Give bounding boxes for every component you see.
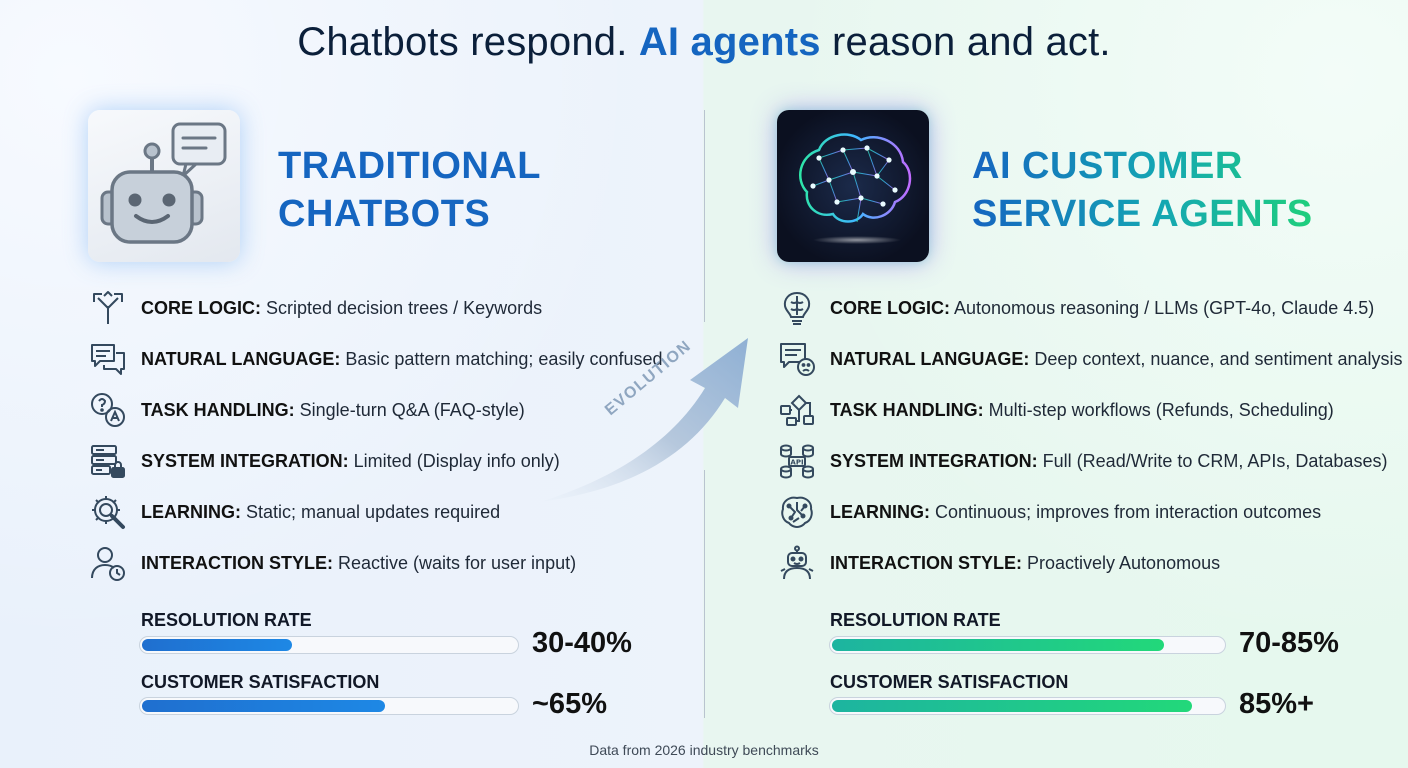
user-clock-icon xyxy=(88,543,128,583)
left-satisfaction-fill xyxy=(142,700,385,712)
chatbot-robot-icon xyxy=(88,110,240,262)
workflow-icon xyxy=(777,390,817,430)
right-satisfaction-fill xyxy=(832,700,1192,712)
feature-text: Proactively Autonomous xyxy=(1022,552,1221,573)
feature-label: SYSTEM INTEGRATION: xyxy=(141,450,349,471)
branching-arrows-icon xyxy=(88,288,128,328)
right-feature-interaction-style: INTERACTION STYLE: Proactively Autonomou… xyxy=(777,543,1221,583)
gear-wrench-icon xyxy=(88,492,128,532)
evolution-arrow: EVOLUTION xyxy=(540,330,770,510)
feature-label: LEARNING: xyxy=(141,501,241,522)
chat-sentiment-icon xyxy=(777,339,817,379)
left-satisfaction-bar xyxy=(139,697,519,715)
right-resolution-value: 70-85% xyxy=(1239,627,1339,659)
feature-text: Basic pattern matching; easily confused xyxy=(340,348,663,369)
right-feature-core-logic: CORE LOGIC: Autonomous reasoning / LLMs … xyxy=(777,291,1374,325)
left-resolution-fill xyxy=(142,639,292,651)
left-resolution-label: RESOLUTION RATE xyxy=(141,610,312,630)
right-feature-system-integration: API SYSTEM INTEGRATION: Full (Read/Write… xyxy=(777,441,1388,481)
circuit-brain-icon xyxy=(777,492,817,532)
center-divider-bottom xyxy=(704,470,705,718)
center-divider-top xyxy=(704,110,705,322)
right-resolution-label: RESOLUTION RATE xyxy=(830,610,1001,630)
footer-source-note: Data from 2026 industry benchmarks xyxy=(589,742,819,758)
right-title-line1: AI CUSTOMER xyxy=(972,145,1243,187)
feature-label: CORE LOGIC: xyxy=(830,297,950,318)
feature-text: Static; manual updates required xyxy=(241,501,501,522)
server-lock-icon xyxy=(88,441,128,481)
svg-text:API: API xyxy=(790,459,803,467)
feature-text: Scripted decision trees / Keywords xyxy=(261,297,543,318)
left-section-title: TRADITIONAL CHATBOTS xyxy=(278,142,541,238)
right-satisfaction-label: CUSTOMER SATISFACTION xyxy=(830,672,1069,692)
headline-part2: reason and act. xyxy=(820,20,1111,64)
right-satisfaction-bar xyxy=(829,697,1226,715)
feature-label: NATURAL LANGUAGE: xyxy=(141,348,341,369)
feature-label: CORE LOGIC: xyxy=(141,297,261,318)
feature-label: LEARNING: xyxy=(830,501,930,522)
feature-label: NATURAL LANGUAGE: xyxy=(830,348,1030,369)
headline-part1: Chatbots respond. xyxy=(297,20,639,64)
left-feature-learning: LEARNING: Static; manual updates require… xyxy=(88,495,500,529)
right-feature-learning: LEARNING: Continuous; improves from inte… xyxy=(777,495,1321,529)
left-satisfaction-label: CUSTOMER SATISFACTION xyxy=(141,672,380,692)
left-resolution-bar xyxy=(139,636,519,654)
feature-text: Continuous; improves from interaction ou… xyxy=(930,501,1322,522)
feature-text: Limited (Display info only) xyxy=(348,450,560,471)
feature-label: INTERACTION STYLE: xyxy=(141,552,333,573)
feature-text: Single-turn Q&A (FAQ-style) xyxy=(294,399,525,420)
feature-label: INTERACTION STYLE: xyxy=(830,552,1022,573)
headline-accent: AI agents xyxy=(638,20,821,64)
right-feature-natural-language: NATURAL LANGUAGE: Deep context, nuance, … xyxy=(777,342,1403,376)
right-section-title: AI CUSTOMER SERVICE AGENTS xyxy=(972,142,1313,238)
feature-text: Multi-step workflows (Refunds, Schedulin… xyxy=(983,399,1334,420)
feature-label: TASK HANDLING: xyxy=(830,399,984,420)
robot-agent-icon xyxy=(777,543,817,583)
feature-label: SYSTEM INTEGRATION: xyxy=(830,450,1038,471)
feature-text: Reactive (waits for user input) xyxy=(333,552,577,573)
api-database-icon: API xyxy=(777,441,817,481)
left-feature-task-handling: TASK HANDLING: Single-turn Q&A (FAQ-styl… xyxy=(88,393,525,427)
left-title-line1: TRADITIONAL xyxy=(278,145,542,187)
feature-label: TASK HANDLING: xyxy=(141,399,295,420)
left-feature-core-logic: CORE LOGIC: Scripted decision trees / Ke… xyxy=(88,291,542,325)
ai-brain-network-icon xyxy=(777,110,929,262)
feature-text: Full (Read/Write to CRM, APIs, Databases… xyxy=(1037,450,1388,471)
lightbulb-brain-icon xyxy=(777,288,817,328)
page-headline: Chatbots respond. AI agents reason and a… xyxy=(0,20,1408,65)
chat-bubbles-icon xyxy=(88,339,128,379)
left-feature-interaction-style: INTERACTION STYLE: Reactive (waits for u… xyxy=(88,543,577,583)
right-satisfaction-value: 85%+ xyxy=(1239,688,1314,720)
left-title-line2: CHATBOTS xyxy=(278,193,491,235)
question-answer-icon xyxy=(88,390,128,430)
right-title-line2: SERVICE AGENTS xyxy=(972,193,1313,235)
left-resolution-value: 30-40% xyxy=(532,627,632,659)
left-satisfaction-value: ~65% xyxy=(532,688,607,720)
left-feature-natural-language: NATURAL LANGUAGE: Basic pattern matching… xyxy=(88,342,663,376)
feature-text: Deep context, nuance, and sentiment anal… xyxy=(1029,348,1403,369)
right-resolution-bar xyxy=(829,636,1226,654)
right-feature-task-handling: TASK HANDLING: Multi-step workflows (Ref… xyxy=(777,393,1334,427)
feature-text: Autonomous reasoning / LLMs (GPT-4o, Cla… xyxy=(950,297,1375,318)
left-feature-system-integration: SYSTEM INTEGRATION: Limited (Display inf… xyxy=(88,444,560,478)
right-resolution-fill xyxy=(832,639,1164,651)
